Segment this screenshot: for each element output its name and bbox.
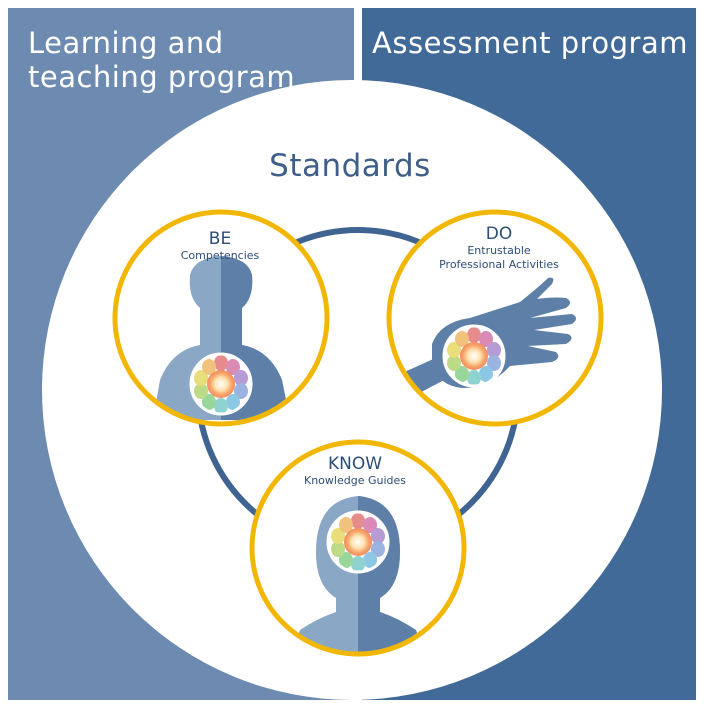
know-title: KNOW [327,454,383,474]
be-title: BE [208,229,232,249]
be-node [112,209,330,427]
do-label: DO Entrustable Professional Activities [424,224,574,272]
learning-teaching-title: Learning and teaching program [28,26,296,94]
do-node [386,209,604,427]
color-wheel-icon [189,352,253,416]
be-label: BE Competencies [150,229,290,263]
know-label: KNOW Knowledge Guides [290,454,420,488]
do-title: DO [485,224,513,244]
assessment-title: Assessment program [372,26,688,60]
know-node [249,439,467,657]
do-subtitle-line2: Professional Activities [439,258,559,271]
standards-title: Standards [269,148,431,184]
be-subtitle: Competencies [180,249,260,262]
know-subtitle: Knowledge Guides [304,474,406,487]
color-wheel-icon [326,510,390,574]
color-wheel-icon [442,324,506,388]
do-subtitle-line1: Entrustable [467,244,531,257]
